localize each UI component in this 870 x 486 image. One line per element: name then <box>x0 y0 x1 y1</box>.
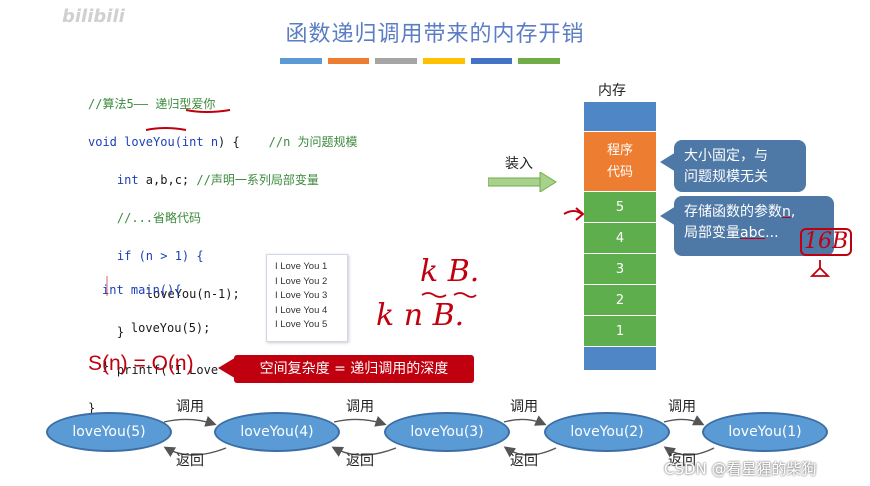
title-bar-2 <box>327 58 370 64</box>
title-bar-1 <box>280 58 322 64</box>
memory-bottom-blank <box>584 347 656 370</box>
locals-prefix: 局部变量 <box>684 225 740 241</box>
chain-node-1: loveYou(1) <box>702 412 828 452</box>
complexity-note-pointer <box>218 356 238 380</box>
code-line-comment: //算法5—— 递归型爱你 <box>88 97 216 111</box>
code-sig-param: int n <box>181 135 219 149</box>
memory-top-blank <box>584 102 656 132</box>
memory-frame-3: 3 <box>584 254 656 285</box>
chain-node-5: loveYou(5) <box>46 412 172 452</box>
code-line-if: if (n > 1) { <box>88 249 204 263</box>
output-line-3: I Love You 3 <box>275 290 328 301</box>
title-bar-5 <box>470 58 513 64</box>
params-prefix: 存储函数的参数 <box>684 204 782 220</box>
callout-params-line1: 存储函数的参数n, <box>684 202 824 223</box>
callout-params-line2: 局部变量abc... <box>684 223 824 244</box>
code-line-signature: void loveYou(int n) { //n 为问题规模 <box>88 133 358 152</box>
handwriting-16b: 16B <box>800 228 853 256</box>
code-locals-type: int <box>88 173 146 187</box>
load-label: 装入 <box>505 156 533 172</box>
output-line-4: I Love You 4 <box>275 304 328 316</box>
code-sig-c: ) { <box>218 135 269 149</box>
title-bar-4 <box>423 58 465 64</box>
title-color-bars <box>280 58 561 64</box>
code-locals-vars: a,b,c; <box>145 173 190 187</box>
call-label-4: 调用 <box>668 399 696 415</box>
params-suffix: , <box>790 204 796 220</box>
frame-pointer-mark <box>563 207 585 221</box>
memory-label: 内存 <box>598 83 626 99</box>
params-n: n <box>782 204 791 220</box>
memory-frame-2: 2 <box>584 285 656 316</box>
memory-frame-1: 1 <box>584 316 656 347</box>
return-label-4: 返回 <box>668 453 696 469</box>
return-label-2: 返回 <box>346 453 374 469</box>
code-block: //算法5—— 递归型爱你 void loveYou(int n) { //n … <box>88 76 358 437</box>
code-locals-comment: //声明一系列局部变量 <box>189 173 319 187</box>
handwriting-knb: k n B. <box>376 298 465 333</box>
main-line-1: int main(){ <box>102 283 182 297</box>
return-label-1: 返回 <box>176 453 204 469</box>
handwriting-16b-mark <box>809 260 831 277</box>
code-sig-comment: //n 为问题规模 <box>268 135 358 149</box>
call-label-2: 调用 <box>346 399 374 415</box>
csdn-watermark: CSDN @看星猩的柴狗 <box>664 460 817 478</box>
title-bar-6 <box>518 58 561 64</box>
handwriting-kb-underline <box>421 292 477 298</box>
locals-abc: abc <box>740 225 766 241</box>
chain-node-4: loveYou(4) <box>214 412 340 452</box>
callout-params: 存储函数的参数n, 局部变量abc... <box>674 196 834 256</box>
chain-node-2: loveYou(2) <box>544 412 670 452</box>
output-line-2: I Love You 2 <box>275 275 328 287</box>
complexity-note: 空间复杂度 = 递归调用的深度 <box>234 355 474 383</box>
load-arrow <box>488 172 557 192</box>
code-line-close-if: } <box>88 325 125 339</box>
main-line-3: } <box>102 359 110 373</box>
locals-suffix: ... <box>765 225 779 241</box>
return-label-3: 返回 <box>510 453 538 469</box>
code-sig-a: void loveYou( <box>88 135 182 149</box>
callout-params-pointer <box>660 206 676 226</box>
space-complexity: S(n) = O(n) <box>88 352 194 375</box>
main-line-2: loveYou(5); <box>102 321 211 335</box>
chain-node-3: loveYou(3) <box>384 412 510 452</box>
call-label-1: 调用 <box>176 399 204 415</box>
callout-fixed-size: 大小固定，与 问题规模无关 <box>674 140 806 192</box>
code-line-close-fn: } <box>88 401 96 415</box>
output-line-1: I Love You 1 <box>275 261 328 272</box>
callout-fixed-pointer <box>660 152 676 172</box>
handwriting-kb: k B. <box>420 254 480 289</box>
bilibili-watermark: bilibili <box>62 6 125 27</box>
code-line-recursion: loveYou(n-1); <box>88 287 240 301</box>
memory-program-code: 程序 代码 <box>584 132 656 192</box>
title-bar-3 <box>375 58 418 64</box>
memory-frame-4: 4 <box>584 223 656 254</box>
call-label-3: 调用 <box>510 399 538 415</box>
memory-frame-5: 5 <box>584 192 656 223</box>
code-line-locals: int a,b,c; //声明一系列局部变量 <box>88 171 358 190</box>
slide-title: 函数递归调用带来的内存开销 <box>285 22 585 47</box>
code-line-omit: //...省略代码 <box>88 211 202 225</box>
output-line-5: I Love You 5 <box>275 319 328 330</box>
memory-column: 程序 代码 5 4 3 2 1 <box>584 102 656 370</box>
console-output-box: I Love You 1 I Love You 2 I Love You 3 I… <box>266 254 348 342</box>
